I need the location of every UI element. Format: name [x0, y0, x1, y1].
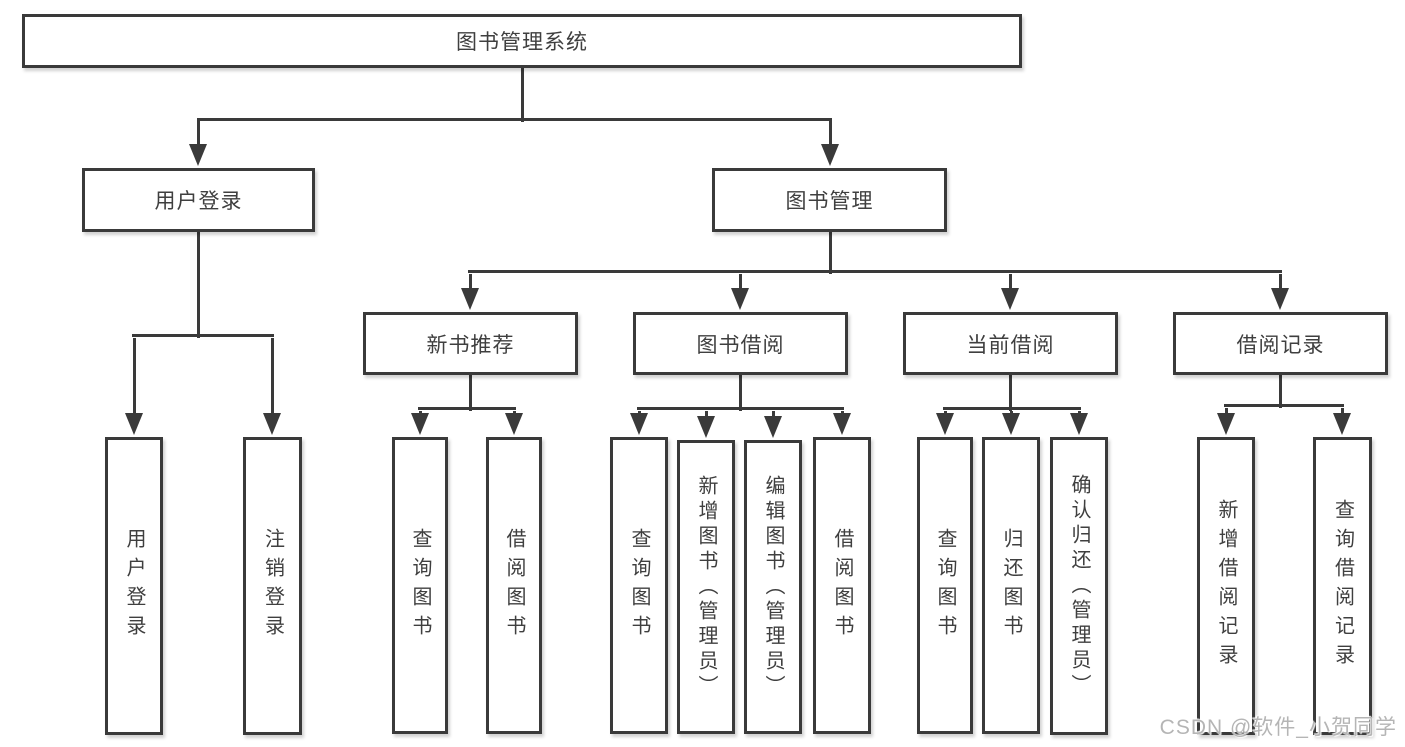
connector-line	[132, 338, 136, 417]
arrow-down-icon	[1217, 413, 1235, 435]
node-cb-confirm-return: 确认归还（管理员）	[1050, 437, 1108, 735]
connector-line	[828, 230, 832, 274]
node-br-query-record: 查询借阅记录	[1313, 437, 1372, 735]
arrow-down-icon	[189, 144, 207, 166]
connector-line	[637, 406, 844, 410]
arrow-down-icon	[461, 288, 479, 310]
node-system-root: 图书管理系统	[22, 14, 1022, 68]
arrow-down-icon	[1070, 413, 1088, 435]
connector-line	[1008, 373, 1012, 411]
connector-line	[196, 119, 200, 148]
connector-line	[828, 119, 832, 148]
arrow-down-icon	[1333, 413, 1351, 435]
node-cb-query-book: 查询图书	[917, 437, 973, 734]
connector-line	[197, 117, 832, 121]
connector-line	[738, 274, 742, 292]
connector-line	[132, 333, 274, 337]
arrow-down-icon	[263, 413, 281, 435]
node-login-op: 用户登录	[105, 437, 163, 735]
connector-line	[1008, 274, 1012, 292]
connector-line	[1224, 408, 1228, 417]
connector-line	[1224, 403, 1344, 407]
connector-line	[468, 274, 472, 292]
arrow-down-icon	[731, 288, 749, 310]
connector-line	[1278, 274, 1282, 292]
arrow-down-icon	[936, 413, 954, 435]
arrow-down-icon	[821, 144, 839, 166]
connector-line	[704, 411, 708, 420]
node-borrow-records: 借阅记录	[1173, 312, 1388, 375]
connector-line	[270, 338, 274, 417]
connector-line	[196, 230, 200, 338]
node-bb-edit-book: 编辑图书（管理员）	[744, 440, 802, 734]
connector-line	[1340, 408, 1344, 417]
csdn-watermark: CSDN @软件_小贺同学	[1159, 716, 1397, 739]
arrow-down-icon	[411, 413, 429, 435]
connector-line	[520, 66, 524, 122]
arrow-down-icon	[505, 413, 523, 435]
connector-line	[738, 373, 742, 411]
node-nbr-borrow-book: 借阅图书	[486, 437, 542, 734]
node-bb-query-book: 查询图书	[610, 437, 668, 734]
connector-line	[468, 269, 1282, 273]
arrow-down-icon	[764, 416, 782, 438]
arrow-down-icon	[125, 413, 143, 435]
node-user-login: 用户登录	[82, 168, 315, 232]
node-book-borrow: 图书借阅	[633, 312, 848, 375]
node-bb-add-book: 新增图书（管理员）	[677, 440, 735, 734]
node-nbr-query-book: 查询图书	[392, 437, 448, 734]
connector-line	[1278, 373, 1282, 408]
node-new-book-rec: 新书推荐	[363, 312, 578, 375]
arrow-down-icon	[1002, 413, 1020, 435]
arrow-down-icon	[1271, 288, 1289, 310]
arrow-down-icon	[833, 413, 851, 435]
connector-line	[943, 406, 1081, 410]
connector-line	[418, 406, 516, 410]
arrow-down-icon	[630, 413, 648, 435]
node-logout-op: 注销登录	[243, 437, 302, 735]
node-current-borrow: 当前借阅	[903, 312, 1118, 375]
node-bb-borrow-book: 借阅图书	[813, 437, 871, 734]
connector-line	[771, 411, 775, 420]
arrow-down-icon	[697, 416, 715, 438]
node-book-mgmt: 图书管理	[712, 168, 947, 232]
node-cb-return-book: 归还图书	[982, 437, 1040, 734]
connector-line	[468, 373, 472, 411]
node-br-add-record: 新增借阅记录	[1197, 437, 1255, 735]
arrow-down-icon	[1001, 288, 1019, 310]
